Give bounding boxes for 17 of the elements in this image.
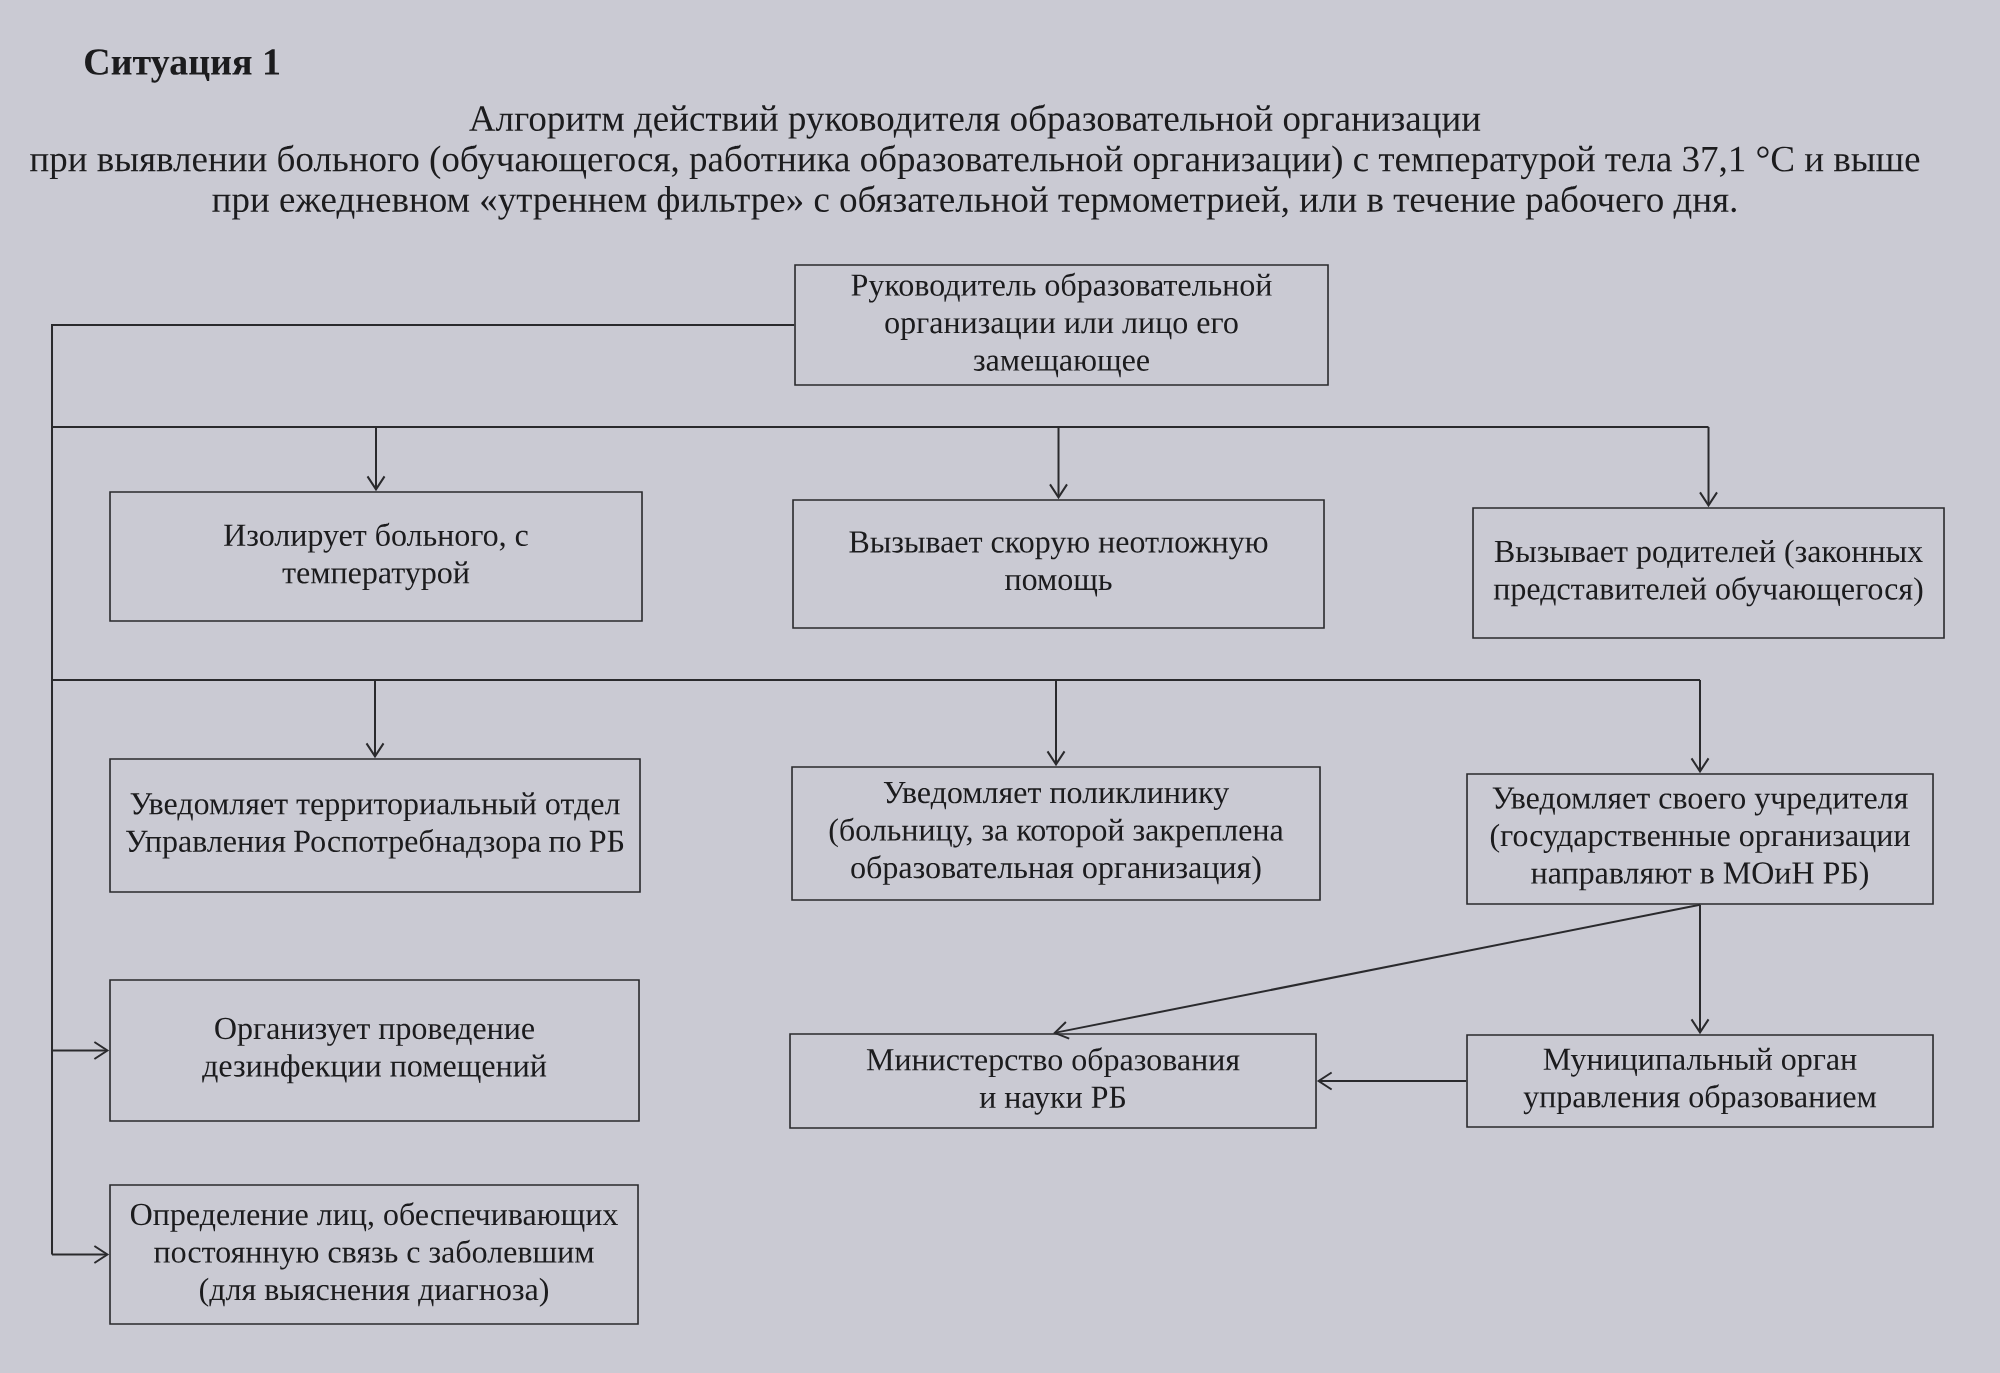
process-box: Министерство образования и науки РБ <box>789 1033 1317 1129</box>
process-box: Уведомляет территориальный отдел Управления Роспотребнадзора по РБ <box>109 758 641 893</box>
situation-heading: Ситуация 1 <box>85 49 280 83</box>
process-box: Муниципальный орган управления образованием <box>1466 1034 1934 1128</box>
arrow <box>1053 903 1701 1040</box>
diagram-title: Алгоритм действий руководителя образовательной организации при выявлении больного (обучающегося, работника образовательной организации) с температурой тела 37,1 °C и выше при ежедневном «утреннем фильтре» с обязательной термометрией, или в течение рабочего дня. <box>30 104 1920 220</box>
arrow <box>1690 903 1710 1035</box>
process-box: Организует проведение дезинфекции помещений <box>109 979 640 1122</box>
arrow <box>1316 1071 1468 1091</box>
process-box: Изолирует больного, с температурой <box>109 491 643 622</box>
process-box: Вызывает родителей (законных представителей обучающегося) <box>1472 507 1945 639</box>
branching-arrow <box>51 324 1718 1264</box>
process-box: Уведомляет своего учредителя (государственные организации направляют в МОиН РБ) <box>1466 773 1934 905</box>
process-box: Уведомляет поликлинику (больницу, за которой закреплена образовательная организация) <box>791 766 1321 901</box>
process-box: Руководитель образовательной организации или лицо его замещающее <box>794 264 1329 386</box>
process-box: Определение лиц, обеспечивающих постоянную связь с заболевшим (для выяснения диагноза) <box>109 1184 639 1325</box>
process-box: Вызывает скорую неотложную помощь <box>792 499 1325 629</box>
